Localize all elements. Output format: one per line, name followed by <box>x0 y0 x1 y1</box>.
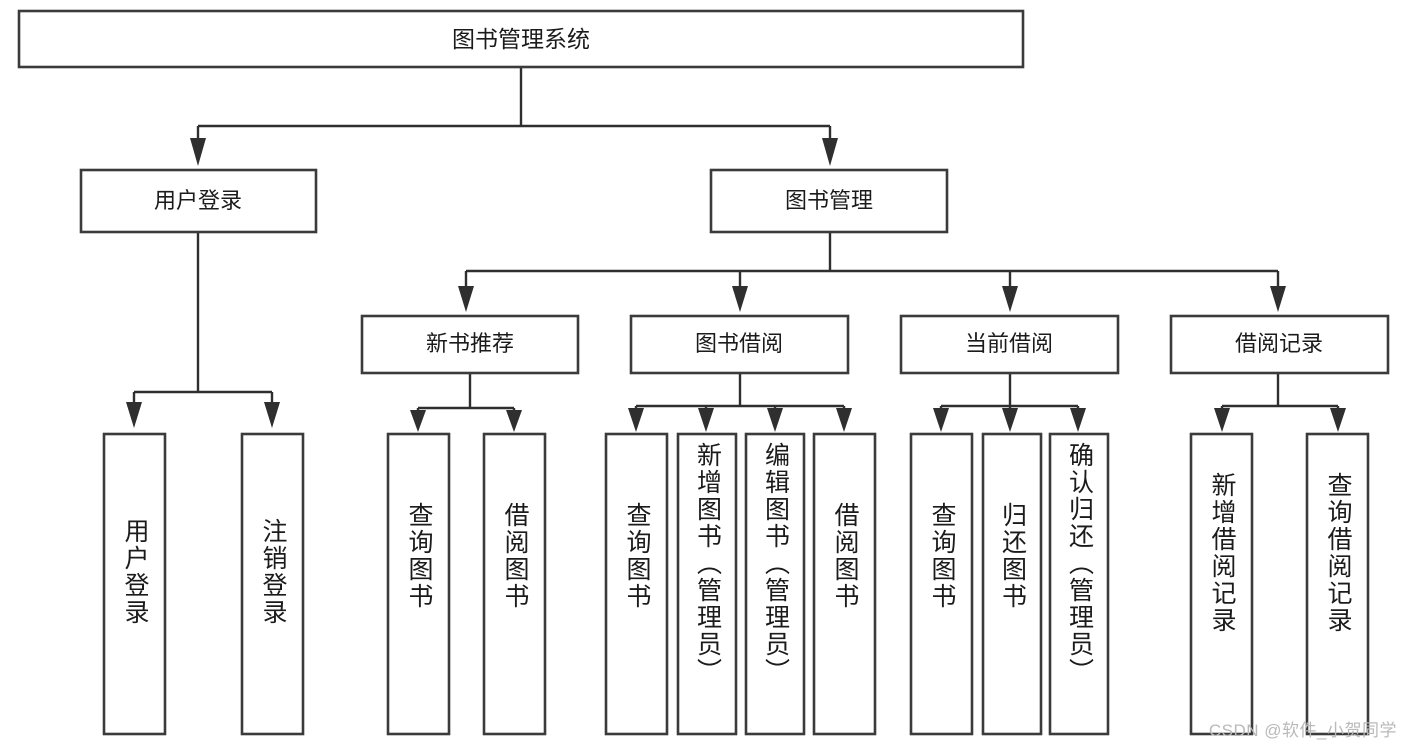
arrow-to-current-borrow <box>1002 286 1018 312</box>
node-borrow-record-box[interactable] <box>1169 314 1390 375</box>
arrow-user-login-leaf2 <box>264 402 280 428</box>
node-new-book-recommend-label: 新书推荐 <box>426 331 514 356</box>
connector-group-new-book <box>410 373 522 432</box>
arrow-new-book-leaf1 <box>410 410 426 432</box>
node-borrow-record[interactable]: 借阅记录 <box>1169 314 1390 375</box>
connector-group-borrow-record <box>1214 373 1346 432</box>
node-new-book-recommend[interactable]: 新书推荐 <box>360 314 580 375</box>
leaf-box-query-book-3[interactable] <box>909 432 974 736</box>
arrow-new-book-leaf2 <box>506 410 522 432</box>
connector-group-book-mgmt <box>458 232 1286 312</box>
node-book-management[interactable]: 图书管理 <box>709 168 949 234</box>
arrow-to-user-login <box>190 138 206 166</box>
leaf-box-edit-book-admin[interactable] <box>744 432 806 736</box>
leaf-box-logout[interactable] <box>240 432 305 736</box>
connector-group-book-borrow <box>628 373 852 432</box>
arrow-book-borrow-l1 <box>628 408 644 432</box>
node-book-borrow-label: 图书借阅 <box>695 331 783 356</box>
leaf-box-add-borrow-record[interactable] <box>1189 432 1254 736</box>
node-current-borrow-box[interactable] <box>899 314 1120 375</box>
csdn-watermark: CSDN @软件_小贺同学 <box>1208 721 1397 740</box>
leaf-box-confirm-return-admin[interactable] <box>1048 432 1110 736</box>
leaf-box-query-book-2[interactable] <box>604 432 669 736</box>
arrow-user-login-leaf1 <box>126 402 142 428</box>
node-book-management-label: 图书管理 <box>785 188 873 213</box>
node-borrow-record-label: 借阅记录 <box>1235 331 1323 356</box>
node-user-login-label: 用户登录 <box>154 188 242 213</box>
arrow-book-borrow-l2 <box>698 408 714 432</box>
connector-group-user-login <box>126 232 280 428</box>
arrow-to-borrow-record <box>1270 286 1286 312</box>
leaf-boxes-borrow-record <box>1189 432 1370 736</box>
connector-group-current-borrow <box>933 373 1086 432</box>
node-root-system[interactable]: 图书管理系统 <box>17 9 1025 69</box>
connector-group-root <box>190 67 838 166</box>
leaf-box-query-borrow-record[interactable] <box>1305 432 1370 736</box>
leaf-box-return-book[interactable] <box>981 432 1043 736</box>
leaf-boxes-user-login <box>102 432 305 736</box>
leaf-box-user-login[interactable] <box>102 432 167 736</box>
arrow-current-borrow-l3 <box>1070 408 1086 432</box>
node-book-management-box[interactable] <box>709 168 949 234</box>
leaf-boxes-book-borrow <box>604 432 877 736</box>
arrow-book-borrow-l3 <box>767 408 783 432</box>
node-current-borrow-label: 当前借阅 <box>965 331 1053 356</box>
node-user-login[interactable]: 用户登录 <box>79 168 318 234</box>
node-user-login-box[interactable] <box>79 168 318 234</box>
leaf-box-query-book-1[interactable] <box>386 432 451 736</box>
leaf-box-borrow-book-2[interactable] <box>812 432 877 736</box>
arrow-current-borrow-l2 <box>1002 408 1018 432</box>
node-current-borrow[interactable]: 当前借阅 <box>899 314 1120 375</box>
node-book-borrow[interactable]: 图书借阅 <box>629 314 850 375</box>
leaf-boxes-current-borrow <box>909 432 1110 736</box>
arrow-borrow-record-l2 <box>1330 408 1346 432</box>
leaf-boxes-new-book-recommend <box>386 432 547 736</box>
arrow-book-borrow-l4 <box>836 408 852 432</box>
node-new-book-recommend-box[interactable] <box>360 314 580 375</box>
arrow-to-new-book <box>458 286 474 312</box>
arrow-to-book-mgmt <box>822 138 838 166</box>
arrow-current-borrow-l1 <box>933 408 949 432</box>
arrow-borrow-record-l1 <box>1214 408 1230 432</box>
leaf-box-borrow-book-1[interactable] <box>482 432 547 736</box>
node-book-borrow-box[interactable] <box>629 314 850 375</box>
node-root-label: 图书管理系统 <box>452 26 590 52</box>
node-root-box[interactable] <box>17 9 1025 69</box>
arrow-to-book-borrow <box>732 286 748 312</box>
leaf-box-add-book-admin[interactable] <box>676 432 738 736</box>
